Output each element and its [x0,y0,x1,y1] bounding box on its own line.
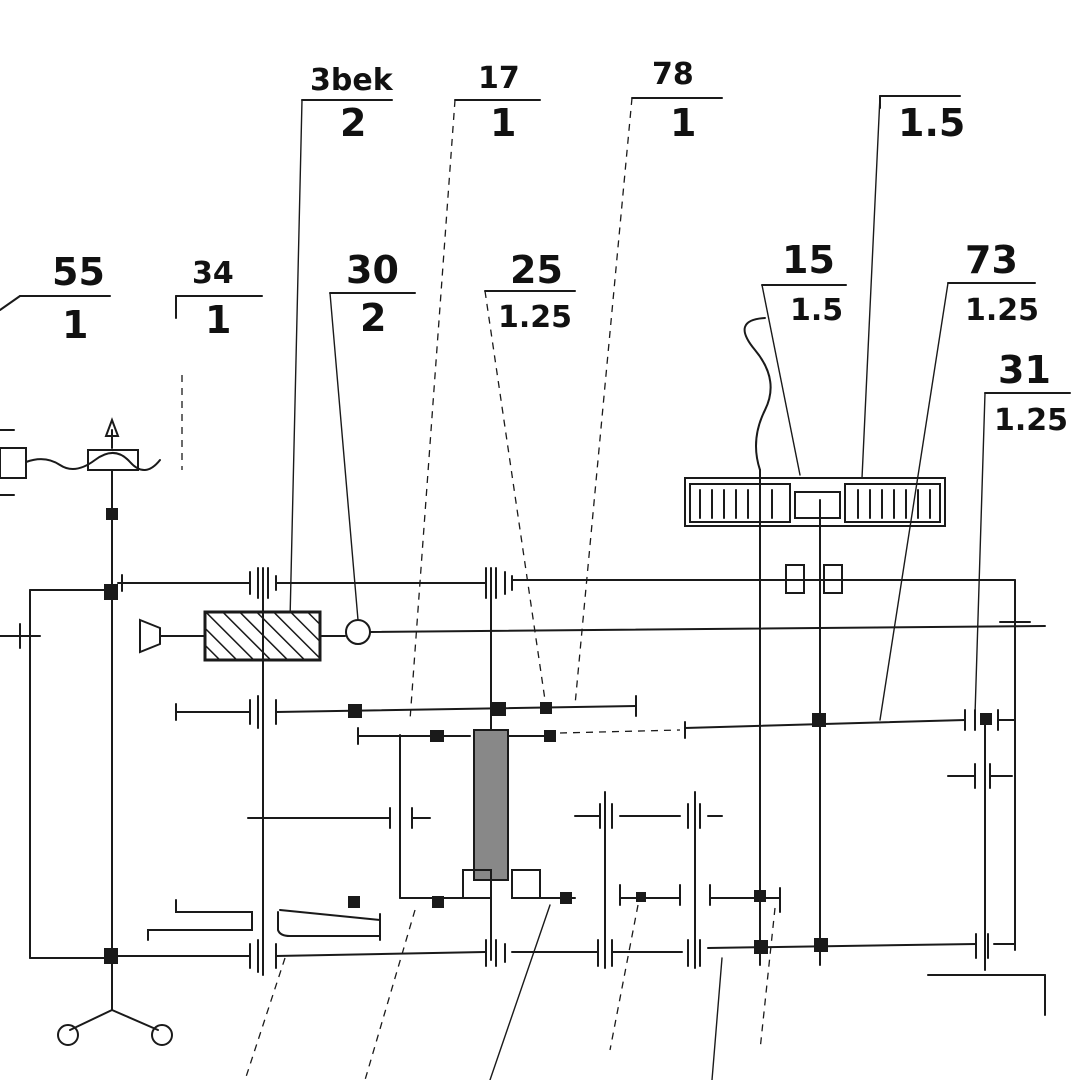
callout-25-bottom: 1.25 [498,300,572,335]
callout-30-bottom: 2 [360,296,386,340]
callout-78-bottom: 1 [670,101,696,145]
callout-34-top: 34 [192,256,234,291]
callout-25-top: 25 [510,248,563,292]
callout-1-5-bottom: 1.5 [898,101,965,145]
callout-55-bottom: 1 [62,303,88,347]
callout-15: 15 1.5 [761,238,847,476]
rack-bar [473,729,509,881]
callout-3bek-top: 3bek [310,63,394,98]
callout-31: 31 1.25 [974,348,1071,716]
callout-73-bottom: 1.25 [965,293,1039,328]
callout-31-top: 31 [998,348,1051,392]
callout-73-top: 73 [965,238,1018,282]
callout-15-top: 15 [782,238,835,282]
callout-17-top: 17 [478,61,520,96]
lower-gear-shafts [117,763,1046,1016]
callout-34-bottom: 1 [205,298,231,342]
callout-3bek-bottom: 2 [340,101,366,145]
input-shaft-assembly [0,417,173,1046]
callout-30: 30 2 [329,248,416,621]
intermediate-shaft [175,695,1016,881]
callout-78-top: 78 [652,57,694,92]
feed-box-drum [684,317,946,594]
callout-1-5-top: 1.5 [861,95,965,479]
callout-25: 25 1.25 [484,248,576,701]
callout-34: 34 1 [175,256,263,342]
bottom-leaders [244,904,776,1080]
upper-shaft [117,567,1031,951]
callout-17-bottom: 1 [490,101,516,145]
callout-17: 17 1 [409,61,541,721]
callout-15-bottom: 1.5 [790,293,843,328]
callout-78: 78 1 [574,57,723,706]
callout-3bek: 3bek 2 [289,63,394,621]
callout-55: 55 1 [0,250,111,347]
callout-31-bottom: 1.25 [994,403,1068,438]
main-spindle [139,610,1046,662]
callout-73: 73 1.25 [879,238,1039,721]
callout-30-top: 30 [346,248,399,292]
callout-55-top: 55 [52,250,105,294]
